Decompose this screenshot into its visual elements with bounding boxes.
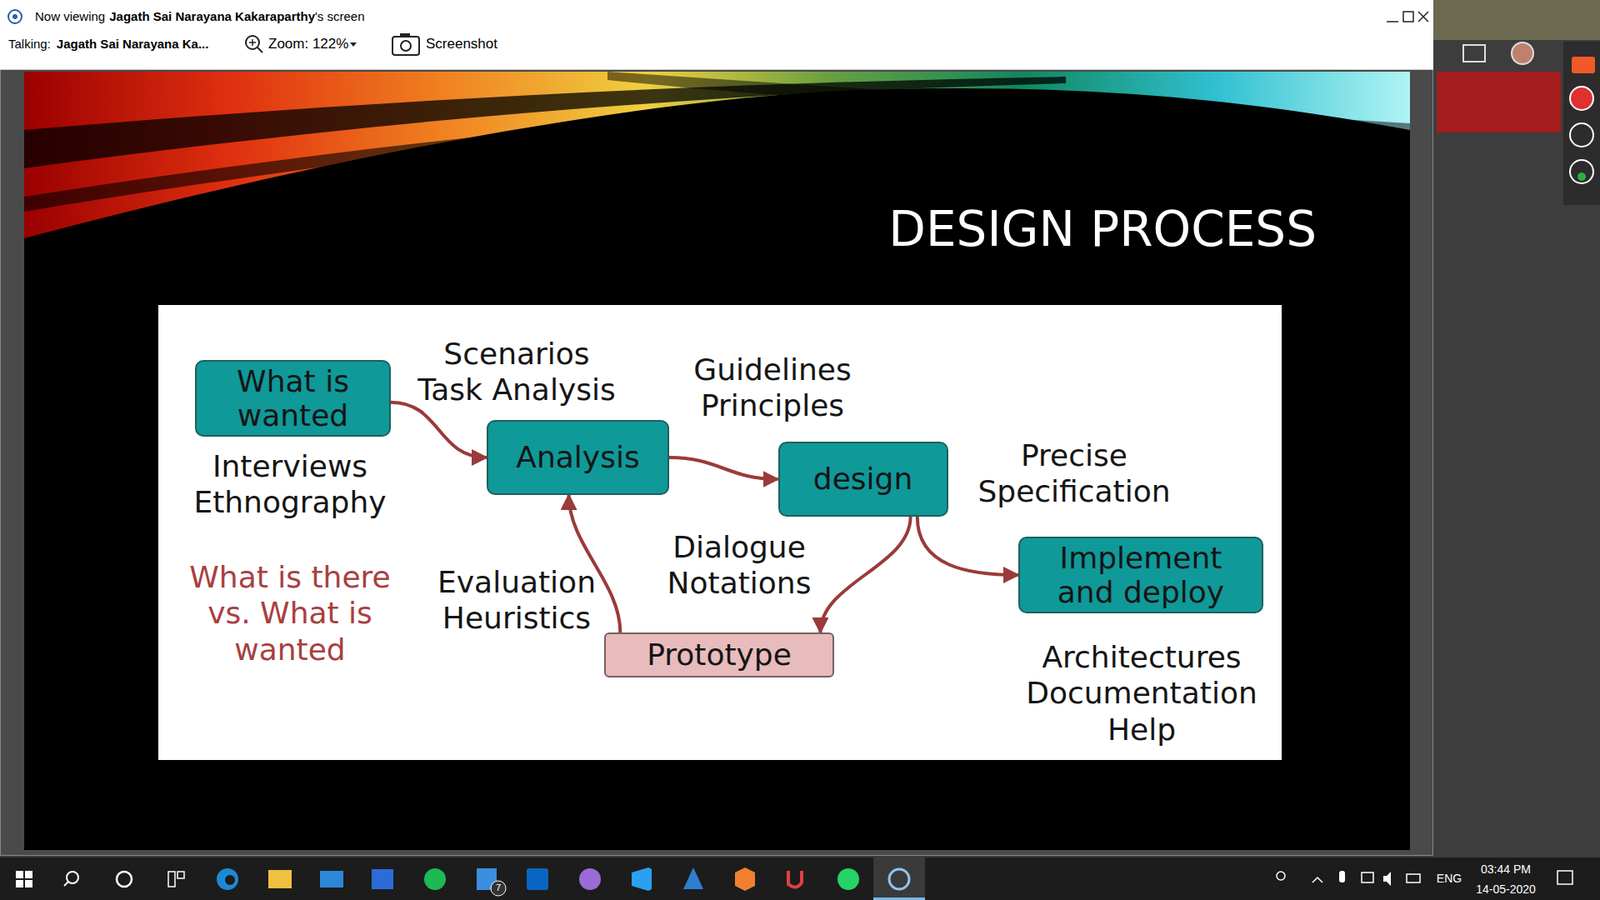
svg-shape xyxy=(1386,20,1399,23)
svg-shape xyxy=(257,47,263,53)
svg-shape xyxy=(12,14,18,20)
svg-shape xyxy=(1571,56,1595,74)
process-box: What is wanted xyxy=(195,360,391,438)
node-label: What is wanted xyxy=(218,364,369,434)
node-label: Analysis xyxy=(503,440,654,475)
svg-shape xyxy=(889,869,910,890)
svg-shape xyxy=(400,40,411,51)
svg-shape xyxy=(1406,874,1420,883)
ui-label: Talking: xyxy=(8,36,51,52)
svg-shape xyxy=(1570,160,1594,184)
svg-shape xyxy=(116,871,132,887)
svg-shape xyxy=(1361,872,1374,883)
node-label: Prototype xyxy=(614,637,825,672)
svg-shape xyxy=(320,870,344,888)
svg-shape xyxy=(25,880,33,888)
annotation-label: Interviews Ethnography xyxy=(185,448,395,520)
svg-shape xyxy=(1276,871,1285,880)
svg-shape xyxy=(526,868,549,890)
svg-shape xyxy=(1418,11,1429,22)
red-panel xyxy=(1436,71,1561,133)
svg-shape xyxy=(1570,86,1594,110)
svg-shape xyxy=(837,868,860,890)
svg-shape xyxy=(1312,877,1323,883)
slide-swoosh xyxy=(24,71,1410,297)
svg-shape xyxy=(177,871,185,879)
svg-shape xyxy=(268,870,292,889)
ui-label: Now viewing xyxy=(35,9,105,25)
ui-label: 7 xyxy=(495,882,501,894)
taskbar-icons xyxy=(0,857,1600,900)
annotation-label: What is there vs. What is wanted xyxy=(168,559,412,668)
svg-shape xyxy=(683,867,704,890)
svg-shape xyxy=(64,881,69,886)
svg-shape xyxy=(225,875,235,885)
svg-shape xyxy=(392,36,420,55)
svg-shape xyxy=(735,867,755,891)
node-label: Implement and deploy xyxy=(1043,540,1239,610)
svg-shape xyxy=(1418,11,1429,22)
svg-shape xyxy=(1577,172,1586,181)
ui-label: ENG xyxy=(1436,871,1462,886)
svg-shape xyxy=(216,868,239,890)
ui-label: 14-05-2020 xyxy=(1475,882,1536,897)
svg-shape xyxy=(8,10,22,24)
svg-shape xyxy=(631,867,652,891)
flow-arrow xyxy=(820,516,910,633)
ui-label: Jagath Sai Narayana Kakaraparthy xyxy=(109,9,315,25)
process-box: Analysis xyxy=(486,420,670,495)
annotation-label: Architectures Documentation Help xyxy=(1018,639,1265,748)
svg-shape xyxy=(1557,870,1573,885)
svg-shape xyxy=(24,95,983,212)
slide-title: DESIGN PROCESS xyxy=(888,200,1317,260)
svg-shape xyxy=(251,39,254,46)
svg-shape xyxy=(788,870,802,888)
svg-shape xyxy=(24,76,1066,169)
flow-arrow xyxy=(669,457,779,480)
process-box: design xyxy=(778,441,949,517)
svg-shape xyxy=(1570,123,1594,147)
prototype-box: Prototype xyxy=(604,632,835,678)
svg-shape xyxy=(424,868,446,890)
svg-shape xyxy=(873,857,925,900)
svg-shape xyxy=(490,880,506,896)
ui-label: Jagath Sai Narayana Ka... xyxy=(56,36,210,52)
svg-shape xyxy=(873,897,925,900)
svg-shape xyxy=(66,871,79,884)
ui-label: Screenshot xyxy=(425,35,498,53)
annotation-label: Precise Specification xyxy=(969,437,1180,510)
svg-shape xyxy=(25,870,33,879)
svg-shape xyxy=(400,33,410,38)
svg-shape xyxy=(15,880,24,888)
annotation-label: Evaluation Heuristics xyxy=(426,564,607,636)
svg-shape xyxy=(579,868,601,890)
annotation-label: Dialogue Notations xyxy=(664,529,815,601)
svg-shape xyxy=(1403,11,1414,22)
annotation-label: Scenarios Task Analysis xyxy=(410,335,624,408)
flow-arrow xyxy=(917,516,1019,575)
ui-label: 's screen xyxy=(315,9,365,25)
svg-shape xyxy=(168,871,175,887)
svg-shape xyxy=(607,71,1410,130)
svg-shape xyxy=(1339,870,1345,883)
node-label: design xyxy=(788,461,939,496)
side-icons xyxy=(1433,0,1600,217)
svg-shape xyxy=(1463,45,1485,62)
ui-label: Zoom: 122% xyxy=(268,35,349,53)
annotation-label: Guidelines Principles xyxy=(682,351,863,424)
svg-shape xyxy=(245,35,260,50)
svg-shape xyxy=(350,42,357,47)
process-box: Implement and deploy xyxy=(1018,536,1264,615)
svg-shape xyxy=(1383,871,1391,886)
window-top-strip xyxy=(1433,0,1600,40)
svg-shape xyxy=(1511,42,1534,65)
ui-label: 03:44 PM xyxy=(1480,862,1531,877)
flow-arrow xyxy=(390,402,487,458)
svg-shape xyxy=(15,870,24,879)
svg-shape xyxy=(371,869,394,890)
